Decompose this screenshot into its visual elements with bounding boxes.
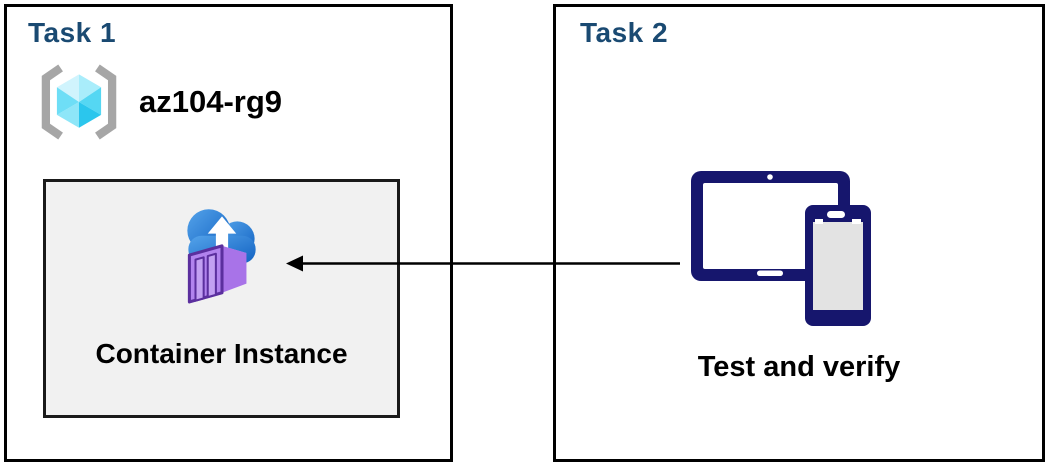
resource-group-icon <box>33 63 125 141</box>
container-instance-box: Container Instance <box>43 179 400 418</box>
test-and-verify-label: Test and verify <box>697 351 901 383</box>
task2-title: Task 2 <box>580 17 669 48</box>
task1-panel: Task 1 az104-rg9 <box>4 4 453 462</box>
arrowhead-icon <box>286 255 303 272</box>
resource-group-name: az104-rg9 <box>139 84 283 119</box>
tablet-phone-icon <box>688 166 878 336</box>
task2-panel: Task 2 Test and verify <box>553 4 1045 462</box>
container-instance-label: Container Instance <box>95 338 348 369</box>
resource-group-row: az104-rg9 <box>33 63 282 141</box>
task1-title: Task 1 <box>28 17 117 48</box>
left-arrow-connector <box>284 250 686 277</box>
container-instances-icon <box>171 198 273 306</box>
